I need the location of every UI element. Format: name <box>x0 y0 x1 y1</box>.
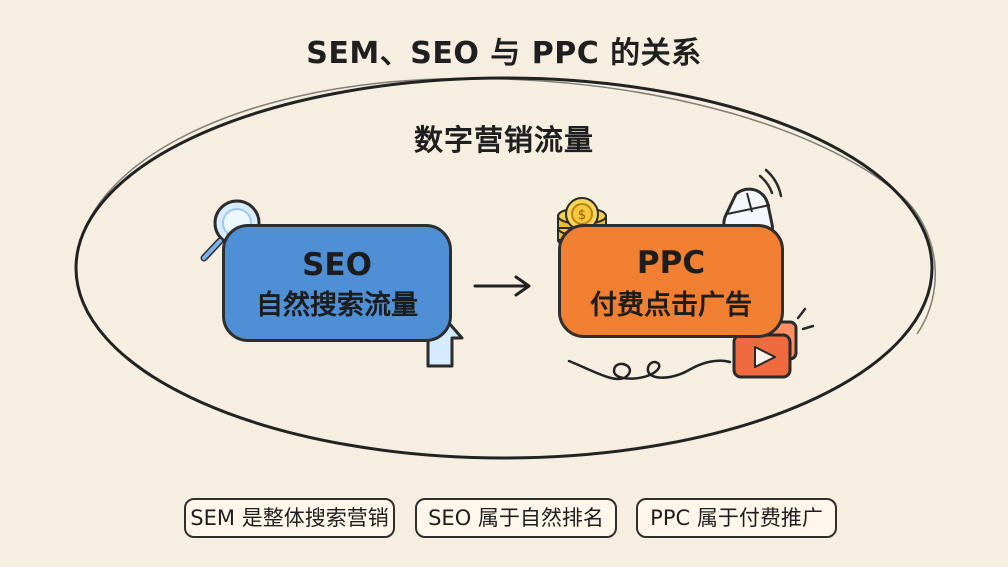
seo-note: SEO 属于自然排名 <box>415 498 617 538</box>
sem-note: SEM 是整体搜索营销 <box>184 498 395 538</box>
ppc-card: PPC 付费点击广告 <box>558 224 784 338</box>
arrow-right-icon <box>473 275 531 297</box>
diagram-title: SEM、SEO 与 PPC 的关系 <box>306 36 702 71</box>
seo-card: SEO 自然搜索流量 <box>222 224 452 342</box>
ellipse-title: 数字营销流量 <box>413 123 594 157</box>
ppc-note: PPC 属于付费推广 <box>636 498 837 538</box>
seo-subtitle: 自然搜索流量 <box>256 290 418 321</box>
svg-text:$: $ <box>578 208 586 223</box>
seo-title: SEO <box>302 247 372 283</box>
scribble-line <box>567 359 732 381</box>
ppc-title: PPC <box>636 245 706 281</box>
ppc-subtitle: 付费点击广告 <box>590 290 752 321</box>
